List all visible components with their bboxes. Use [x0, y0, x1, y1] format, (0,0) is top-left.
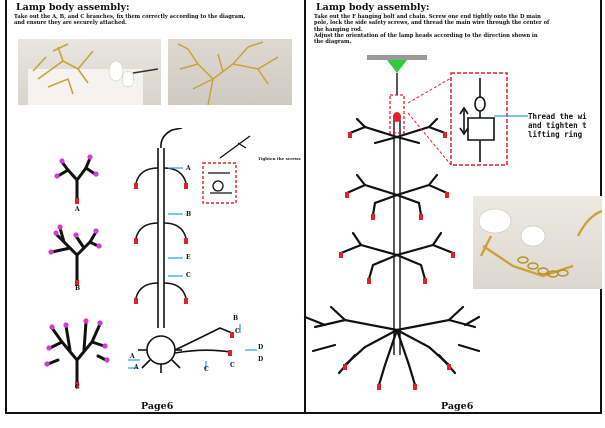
- page-divider: [304, 0, 306, 414]
- callout-text: Thread the wi and tighten t lifting ring: [528, 112, 587, 139]
- pole-label-c-right: C: [235, 328, 240, 335]
- right-instructions: Take out the F hanging bolt and chain. S…: [314, 14, 550, 46]
- lifting-ring-callout: [407, 72, 528, 166]
- pole-label-c-base: C: [204, 366, 209, 373]
- pole-label-e: E: [186, 254, 191, 261]
- main-pole-diagram: [128, 128, 257, 373]
- pole-label-b: B: [186, 211, 192, 218]
- tighten-note: Tighten the screws: [258, 156, 301, 161]
- chandelier-diagram: [303, 55, 480, 390]
- chain-photo: [473, 196, 602, 289]
- left-instructions: Take out the A, B, and C branches, fix t…: [14, 14, 246, 27]
- pole-label-c-base-2: C: [230, 362, 235, 369]
- pole-label-b-bottom: B: [233, 315, 239, 322]
- branch-label-b: B: [75, 285, 81, 292]
- pole-label-c: C: [186, 272, 191, 279]
- left-page-number: Page6: [141, 401, 174, 412]
- pole-label-d-bottom: D: [258, 356, 264, 363]
- pole-label-a-base-1: A: [130, 353, 135, 360]
- branch-label-a: A: [75, 206, 80, 213]
- assembly-photo-2: [168, 39, 292, 105]
- right-heading: Lamp body assembly:: [316, 2, 430, 13]
- right-page-number: Page6: [441, 401, 474, 412]
- assembly-photo-1: [18, 39, 161, 105]
- left-heading: Lamp body assembly:: [16, 2, 130, 13]
- pole-label-a-top: A: [186, 165, 191, 172]
- pole-label-d-top: D: [258, 344, 264, 351]
- pole-label-a-base-2: A: [134, 364, 139, 371]
- branch-label-c: C: [75, 384, 80, 391]
- branch-diagrams: [44, 154, 110, 388]
